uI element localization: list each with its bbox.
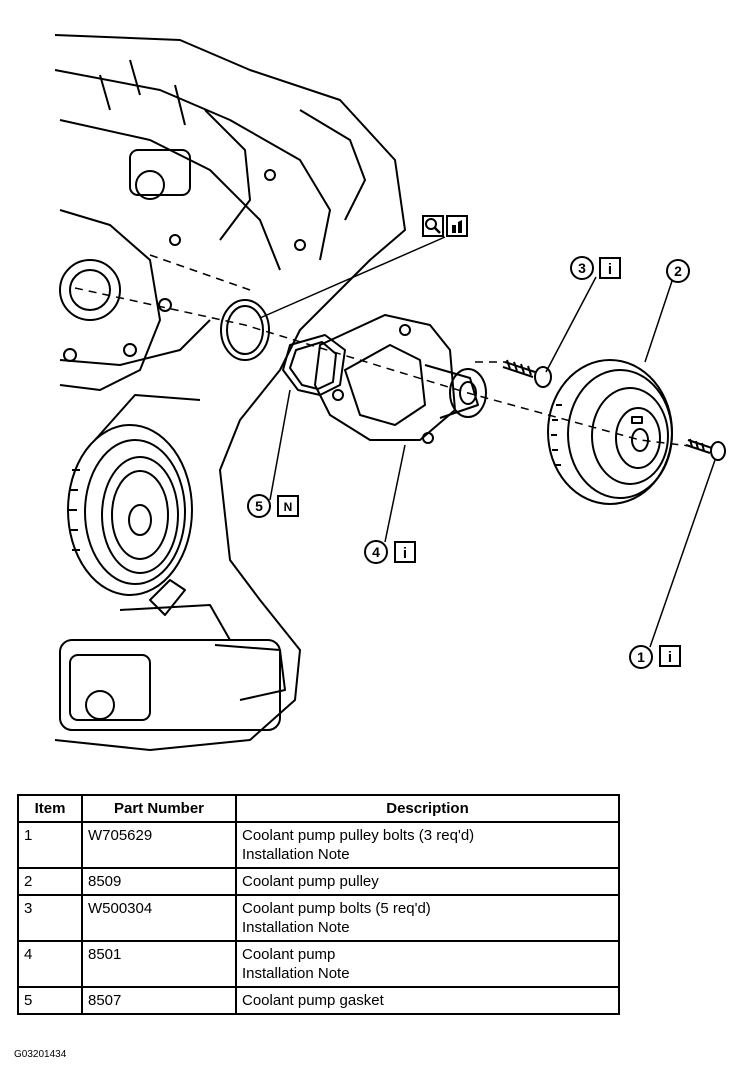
coolant-pump-pulley <box>547 359 673 505</box>
cell-part-number: W500304 <box>81 894 237 942</box>
exploded-view-diagram: 1 i 2 3 i 4 i 5 N <box>54 34 726 751</box>
column-header-item: Item <box>17 794 83 823</box>
svg-text:5: 5 <box>255 498 263 514</box>
cell-part-number: 8501 <box>81 940 237 988</box>
svg-text:N: N <box>284 500 293 514</box>
svg-text:1: 1 <box>637 649 645 665</box>
svg-text:i: i <box>403 545 407 562</box>
cell-description: Coolant pump pulley <box>235 867 620 896</box>
description-text: Coolant pump <box>242 946 336 963</box>
description-text: Coolant pump pulley bolts (3 req'd) <box>242 827 475 844</box>
crankshaft-pulley <box>67 424 193 596</box>
cell-part-number: W705629 <box>81 821 237 869</box>
table-row: 1 W705629 Coolant pump pulley bolts (3 r… <box>17 821 620 869</box>
coolant-pump-bolt <box>502 359 552 388</box>
coolant-pump-gasket <box>282 334 346 396</box>
parts-table: Item Part Number Description 1 W705629 C… <box>17 794 620 1015</box>
svg-text:i: i <box>668 649 672 666</box>
info-icon <box>394 541 416 563</box>
starter-motor <box>59 579 286 731</box>
info-icon <box>599 257 621 279</box>
o-ring-seal <box>220 299 270 361</box>
cell-item: 2 <box>17 867 83 896</box>
table-header-row: Item Part Number Description <box>17 794 620 823</box>
description-text: Coolant pump pulley <box>242 873 379 890</box>
column-header-description: Description <box>235 794 620 823</box>
svg-text:i: i <box>608 261 612 278</box>
callout-item-1: 1 i <box>629 645 681 669</box>
callout-item-3: 3 i <box>570 256 621 280</box>
cell-item: 5 <box>17 986 83 1015</box>
svg-text:3: 3 <box>578 260 586 276</box>
svg-text:2: 2 <box>674 263 682 279</box>
installation-note-link[interactable]: Installation Note <box>242 919 350 936</box>
description-text: Coolant pump bolts (5 req'd) <box>242 900 431 917</box>
installation-note-link[interactable]: Installation Note <box>242 846 350 863</box>
tool-icon <box>446 215 468 237</box>
cell-part-number: 8509 <box>81 867 237 896</box>
figure-code: G03201434 <box>14 1049 67 1060</box>
cell-item: 3 <box>17 894 83 942</box>
cell-description: Coolant pump Installation Note <box>235 940 620 988</box>
cell-description: Coolant pump gasket <box>235 986 620 1015</box>
description-text: Coolant pump gasket <box>242 992 384 1009</box>
table-row: 5 8507 Coolant pump gasket <box>17 986 620 1015</box>
column-header-part-number: Part Number <box>81 794 237 823</box>
cell-description: Coolant pump pulley bolts (3 req'd) Inst… <box>235 821 620 869</box>
cell-item: 4 <box>17 940 83 988</box>
coolant-pump <box>314 314 487 444</box>
cell-description: Coolant pump bolts (5 req'd) Installatio… <box>235 894 620 942</box>
svg-text:4: 4 <box>372 544 380 560</box>
coolant-pump-pulley-bolt <box>685 438 726 461</box>
cell-part-number: 8507 <box>81 986 237 1015</box>
table-row: 2 8509 Coolant pump pulley <box>17 867 620 896</box>
inspect-icon-group <box>422 215 468 237</box>
callout-item-4: 4 i <box>364 540 416 564</box>
info-icon <box>659 645 681 667</box>
table-row: 3 W500304 Coolant pump bolts (5 req'd) I… <box>17 894 620 942</box>
engine-block <box>54 34 406 751</box>
callout-item-2: 2 <box>666 259 690 283</box>
table-row: 4 8501 Coolant pump Installation Note <box>17 940 620 988</box>
cell-item: 1 <box>17 821 83 869</box>
callout-item-5: 5 N <box>247 494 299 518</box>
installation-note-link[interactable]: Installation Note <box>242 965 350 982</box>
new-part-icon <box>277 495 299 517</box>
